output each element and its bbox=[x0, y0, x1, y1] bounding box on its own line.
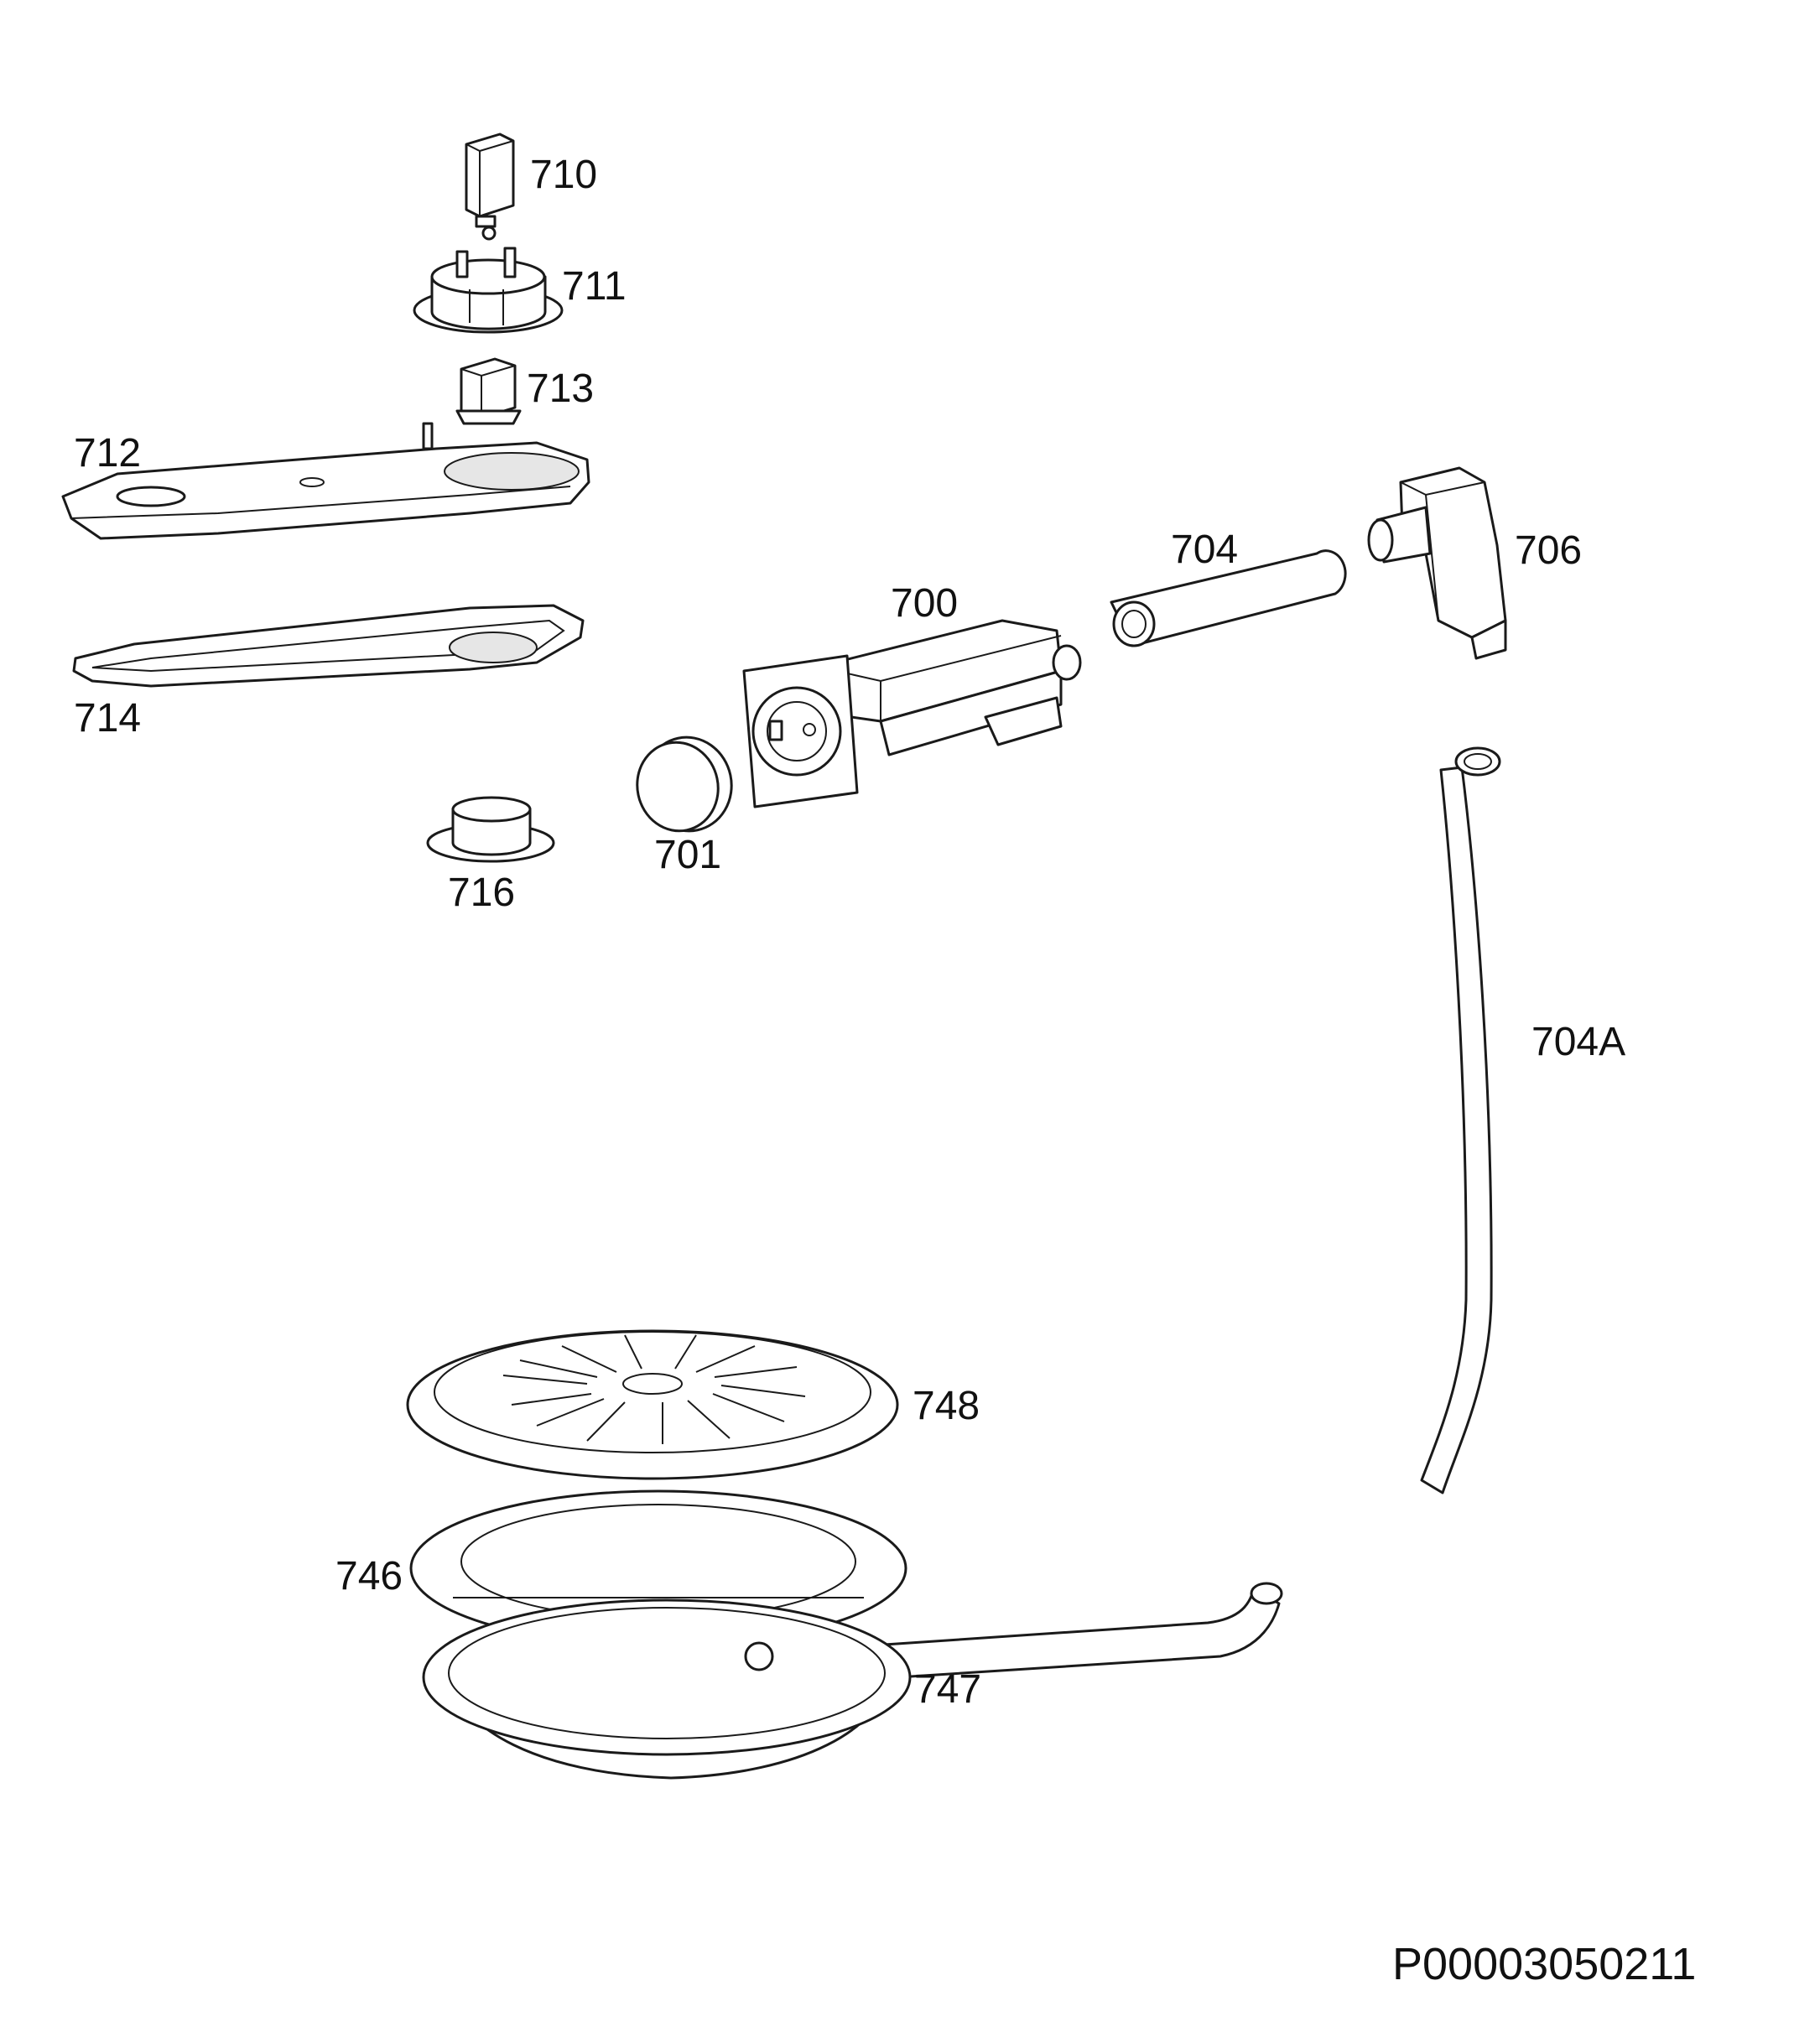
part-714-gasket bbox=[72, 604, 585, 688]
part-700-pump-body bbox=[742, 619, 1082, 808]
part-706-valve bbox=[1367, 466, 1507, 660]
part-748-filter-plate bbox=[406, 1329, 899, 1480]
part-716-coupling bbox=[426, 796, 555, 863]
label-746: 746 bbox=[335, 1554, 403, 1598]
label-747: 747 bbox=[914, 1667, 981, 1712]
part-713-bracket bbox=[455, 357, 522, 425]
part-701-cap bbox=[636, 736, 733, 833]
label-704a: 704A bbox=[1531, 1020, 1625, 1064]
label-714: 714 bbox=[74, 696, 141, 741]
label-711: 711 bbox=[562, 264, 627, 309]
part-710-sensor bbox=[465, 133, 515, 241]
label-706: 706 bbox=[1515, 528, 1582, 573]
label-712: 712 bbox=[74, 431, 141, 476]
part-711-housing bbox=[413, 247, 564, 334]
label-713: 713 bbox=[527, 366, 594, 411]
label-701: 701 bbox=[654, 833, 721, 877]
label-704: 704 bbox=[1171, 528, 1238, 572]
label-710: 710 bbox=[530, 153, 597, 197]
diagram-reference-number: P00003050211 bbox=[1392, 1939, 1696, 1989]
part-712-spray-arm-plate bbox=[61, 422, 590, 540]
label-716: 716 bbox=[448, 871, 515, 915]
part-704a-drain-hose bbox=[1420, 746, 1501, 1494]
part-747-sump bbox=[422, 1582, 1283, 1780]
label-700: 700 bbox=[891, 581, 958, 626]
part-704-hose bbox=[1110, 549, 1347, 647]
label-748: 748 bbox=[913, 1384, 980, 1428]
